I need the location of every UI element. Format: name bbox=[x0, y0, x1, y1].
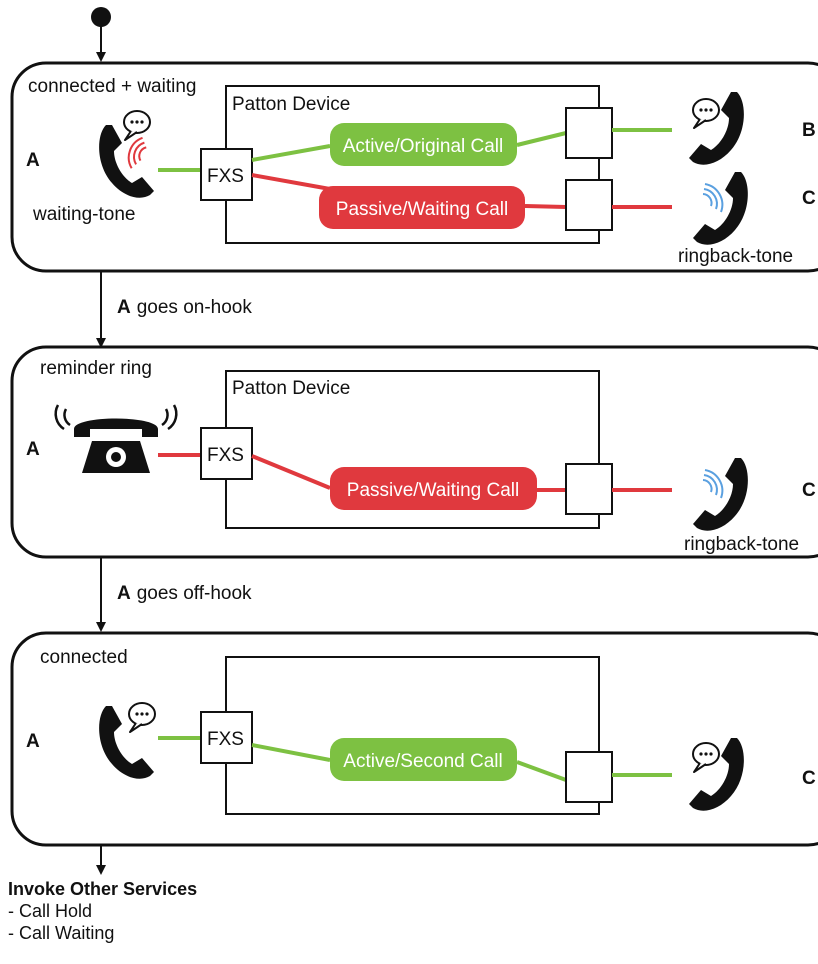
port-c bbox=[565, 179, 613, 231]
fxs-label: FXS bbox=[207, 166, 244, 187]
footer-item-call-waiting: - Call Waiting bbox=[8, 923, 115, 943]
active-second-call-label: Active/Second Call bbox=[343, 751, 502, 772]
port-c bbox=[565, 463, 613, 515]
ringing-waves-icon bbox=[124, 136, 151, 170]
fxs-port bbox=[200, 148, 253, 201]
party-b-label: B bbox=[802, 120, 816, 141]
handset-icon bbox=[693, 172, 748, 245]
ringing-waves-icon bbox=[702, 469, 724, 499]
state-panel-connected-waiting: connected + waiting Patton Device A wait… bbox=[10, 61, 818, 273]
state-label: connected bbox=[40, 647, 128, 668]
ringing-desk-phone-icon bbox=[54, 404, 178, 473]
party-c-label: C bbox=[802, 768, 816, 789]
party-a-label: A bbox=[26, 439, 40, 460]
ringing-waves-icon bbox=[702, 183, 724, 213]
active-original-call bbox=[330, 123, 517, 166]
ringback-tone-label: ringback-tone bbox=[678, 246, 793, 267]
port-c bbox=[565, 751, 613, 803]
party-c-label: C bbox=[802, 480, 816, 501]
active-original-call-label: Active/Original Call bbox=[343, 136, 504, 157]
passive-waiting-call-label: Passive/Waiting Call bbox=[336, 199, 508, 220]
footer-item-call-hold: - Call Hold bbox=[8, 901, 93, 921]
fxs-port bbox=[200, 711, 253, 764]
handset-icon bbox=[693, 458, 748, 531]
port-b bbox=[565, 107, 613, 159]
waiting-tone-label: waiting-tone bbox=[32, 204, 135, 225]
party-c-label: C bbox=[802, 188, 816, 209]
speech-bubble-icon bbox=[123, 110, 151, 141]
ringback-tone-label: ringback-tone bbox=[684, 534, 799, 555]
fxs-label: FXS bbox=[207, 729, 244, 750]
party-a-label: A bbox=[26, 150, 40, 171]
party-a-label: A bbox=[26, 731, 40, 752]
state-panel-connected: connected A FXS Active/Second Call C bbox=[10, 631, 818, 847]
speech-bubble-icon bbox=[692, 742, 720, 773]
state-label: connected + waiting bbox=[28, 76, 196, 97]
start-dot bbox=[91, 7, 111, 27]
passive-waiting-call bbox=[319, 186, 525, 229]
device-label: Patton Device bbox=[232, 378, 350, 399]
fxs-port bbox=[200, 427, 253, 480]
state-label: reminder ring bbox=[40, 358, 152, 379]
speech-bubble-icon bbox=[128, 702, 156, 733]
fxs-label: FXS bbox=[207, 445, 244, 466]
state-panel-reminder-ring: reminder ring Patton Device A FXS Passiv… bbox=[10, 345, 818, 559]
patton-device-box bbox=[225, 656, 600, 815]
active-second-call bbox=[330, 738, 517, 781]
speech-bubble-icon bbox=[692, 98, 720, 129]
passive-waiting-call-label: Passive/Waiting Call bbox=[347, 480, 519, 501]
footer-services: Invoke Other Services - Call Hold - Call… bbox=[8, 878, 197, 944]
device-label: Patton Device bbox=[232, 94, 350, 115]
footer-title: Invoke Other Services bbox=[8, 879, 198, 899]
passive-waiting-call bbox=[330, 467, 537, 510]
